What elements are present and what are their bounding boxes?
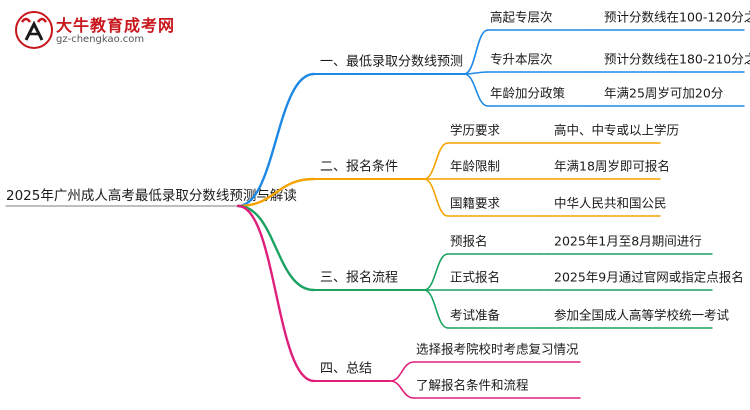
branch-2-item-2-label: 年龄限制 <box>450 159 500 174</box>
branch-3-item-1-detail: 2025年1月至8月期间进行 <box>554 234 702 249</box>
branch-2-item-2-detail: 年满18周岁即可报名 <box>554 159 670 174</box>
branch-1-label: 一、最低录取分数线预测 <box>320 55 463 70</box>
branch-4-item-1-connector <box>389 361 415 382</box>
branch-1-item-2-detail: 预计分数线在180-210分之间 <box>604 52 750 67</box>
branch-3-connector <box>236 204 316 292</box>
branch-3-item-2-label: 正式报名 <box>450 270 500 285</box>
branch-2-item-1-label: 学历要求 <box>450 123 501 138</box>
branch-4-connector <box>236 204 316 383</box>
branch-3-label: 三、报名流程 <box>320 270 398 286</box>
branch-4-label: 四、总结 <box>320 362 372 377</box>
branch-1-item-1-label: 高起专层次 <box>490 10 553 25</box>
branch-3-item-3-connector <box>423 289 449 329</box>
branch-2-item-1-connector <box>423 142 449 180</box>
branch-2-item-3-detail: 中华人民共和国公民 <box>554 196 667 211</box>
branch-2-item-3-label: 国籍要求 <box>450 196 501 211</box>
branch-1-item-1-connector <box>463 29 489 75</box>
bull-logo-icon <box>15 11 53 49</box>
branch-2-label: 二、报名条件 <box>320 159 398 175</box>
branch-3-item-2-detail: 2025年9月通过官网或指定点报名 <box>554 270 744 285</box>
branch-1-item-1-detail: 预计分数线在100-120分之间 <box>604 10 750 25</box>
branch-3-item-1-label: 预报名 <box>450 234 488 249</box>
branch-2-connector <box>236 177 316 208</box>
branch-3-item-1-connector <box>423 253 449 291</box>
branch-1-item-3-label: 年龄加分政策 <box>490 86 566 101</box>
branch-2-item-1-detail: 高中、中专或以上学历 <box>554 123 679 138</box>
branch-4-item-2-connector <box>389 380 415 399</box>
branch-1-item-3-connector <box>463 73 489 107</box>
root-topic: 2025年广州成人高考最低录取分数线预测与解读 <box>6 187 297 204</box>
site-logo[interactable]: 大牛教育成考网 gz-chengkao.com <box>14 10 214 52</box>
branch-1-connector <box>236 72 316 208</box>
branch-3-item-3-label: 考试准备 <box>450 308 501 323</box>
branch-4-item-1-label: 选择报考院校时考虑复习情况 <box>416 342 579 357</box>
branch-1-item-3-detail: 年满25周岁可加20分 <box>604 86 723 101</box>
logo-title: 大牛教育成考网 <box>56 16 176 35</box>
branch-1-item-2-label: 专升本层次 <box>490 52 553 67</box>
branch-4-item-2-label: 了解报名条件和流程 <box>416 378 529 393</box>
branch-3-item-3-detail: 参加全国成人高等学校统一考试 <box>554 308 730 323</box>
branch-2-item-3-connector <box>423 178 449 217</box>
logo-url: gz-chengkao.com <box>56 34 145 45</box>
